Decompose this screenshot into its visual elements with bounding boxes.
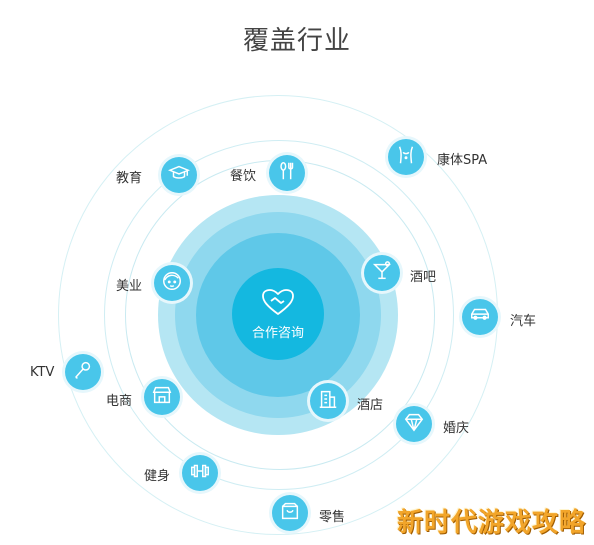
industry-label-education: 教育 xyxy=(116,171,143,186)
microphone-icon xyxy=(72,359,94,385)
industry-node-retail[interactable] xyxy=(272,495,308,531)
industry-node-beauty[interactable] xyxy=(154,265,190,301)
industry-label-beauty: 美业 xyxy=(116,279,143,294)
industry-label-wedding: 婚庆 xyxy=(443,421,470,436)
industry-node-wedding[interactable] xyxy=(396,406,432,442)
industry-label-ktv: KTV xyxy=(30,365,55,380)
industry-node-bar[interactable] xyxy=(364,255,400,291)
industry-node-hotel[interactable] xyxy=(310,383,346,419)
body-torso-icon xyxy=(395,144,417,170)
middle-orbit-ring xyxy=(104,140,454,490)
car-icon xyxy=(469,304,491,330)
cocktail-icon xyxy=(371,260,393,286)
industry-label-bar: 酒吧 xyxy=(410,270,437,285)
industry-label-auto: 汽车 xyxy=(510,314,537,329)
industry-label-retail: 零售 xyxy=(319,510,346,525)
industry-label-catering: 餐饮 xyxy=(230,169,257,184)
industry-node-catering[interactable] xyxy=(269,155,305,191)
hotel-building-icon xyxy=(317,388,339,414)
industry-node-fitness[interactable] xyxy=(182,455,218,491)
industry-node-spa[interactable] xyxy=(388,139,424,175)
consult-center-button[interactable]: 合作咨询 xyxy=(232,268,324,360)
industry-label-ecommerce: 电商 xyxy=(106,394,133,409)
industry-node-ecommerce[interactable] xyxy=(144,379,180,415)
graduation-cap-icon xyxy=(167,162,191,188)
industry-label-fitness: 健身 xyxy=(144,469,171,484)
industry-node-auto[interactable] xyxy=(462,299,498,335)
storefront-icon xyxy=(151,384,173,410)
industry-node-education[interactable] xyxy=(161,157,197,193)
handshake-heart-icon xyxy=(261,288,295,320)
industry-node-ktv[interactable] xyxy=(65,354,101,390)
industry-label-spa: 康体SPA xyxy=(437,153,488,168)
industry-label-hotel: 酒店 xyxy=(357,398,384,413)
spoon-fork-icon xyxy=(276,160,298,186)
consult-label: 合作咨询 xyxy=(251,325,304,341)
diamond-icon xyxy=(403,411,425,437)
woman-face-icon xyxy=(161,270,183,296)
page-title: 覆盖行业 xyxy=(242,26,351,56)
shopping-bag-icon xyxy=(279,500,301,526)
dumbbell-icon xyxy=(189,460,211,486)
site-watermark: 新时代游戏攻略 xyxy=(396,508,586,538)
